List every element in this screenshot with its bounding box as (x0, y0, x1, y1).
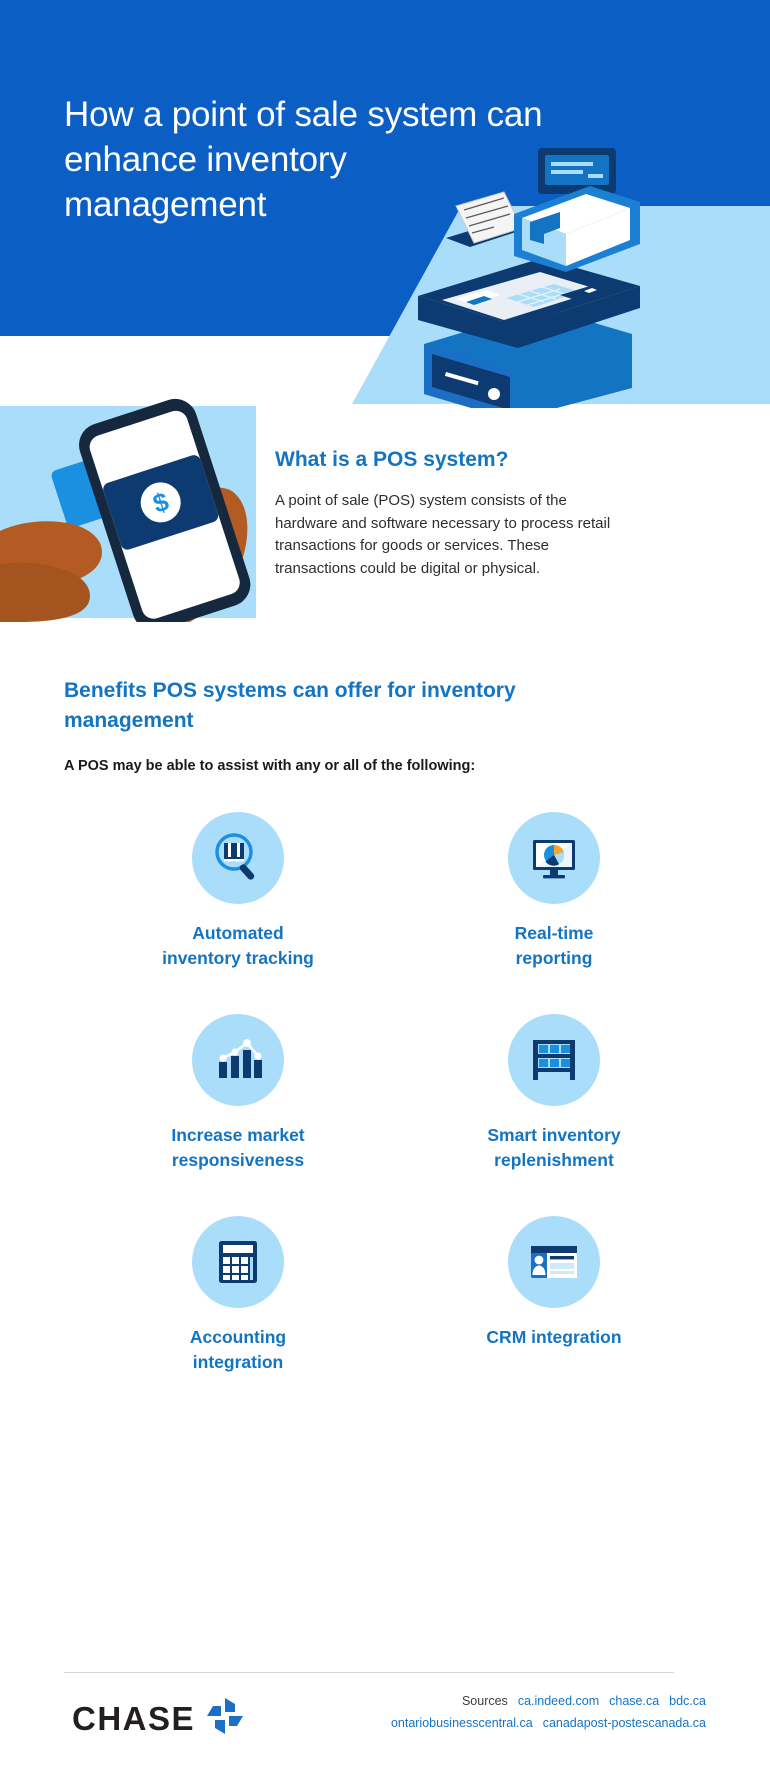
benefit-label: Real-time reporting (514, 923, 594, 968)
row-spacer (64, 971, 706, 1014)
chase-wordmark: CHASE (72, 1700, 196, 1737)
benefit-label: Smart inventory replenishment (487, 1125, 621, 1170)
chase-logo: CHASE (72, 1697, 244, 1740)
sources-line-2: ontariobusinesscentral.ca canadapost-post… (286, 1712, 706, 1734)
sources-block: Sources ca.indeed.com chase.ca bdc.ca ontar… (286, 1690, 706, 1734)
benefits-row: Accounting integration CRM integration (64, 1216, 706, 1375)
benefit-item-smart-inventory-replenishment: Smart inventory replenishment (410, 1014, 698, 1173)
row-spacer (64, 1173, 706, 1216)
cash-register-illustration (394, 148, 654, 420)
monitor-pie-chart-icon (508, 812, 600, 904)
sources-label: Sources (461, 1694, 508, 1708)
benefit-item-accounting-integration: Accounting integration (94, 1216, 382, 1375)
benefit-item-crm-integration: CRM integration (410, 1216, 698, 1375)
pos-definition-block: What is a POS system? A point of sale (P… (275, 446, 615, 580)
benefits-row: Automated inventory tracking Real-time r… (64, 812, 706, 971)
hero-banner: How a point of sale system can enhance i… (0, 0, 770, 336)
benefits-row: Increase market responsiveness Smart inv… (64, 1014, 706, 1173)
sources-line-1: Sources ca.indeed.com chase.ca bdc.ca (286, 1690, 706, 1712)
calculator-icon (192, 1216, 284, 1308)
chase-octagon-icon (206, 1697, 244, 1740)
contact-card-icon (508, 1216, 600, 1308)
benefit-label: Automated inventory tracking (162, 923, 314, 968)
benefit-label: CRM integration (486, 1327, 622, 1347)
page-title: How a point of sale system can enhance i… (64, 95, 543, 224)
source-link[interactable]: canadapost-postescanada.ca (542, 1716, 706, 1730)
benefit-item-increase-market-responsiveness: Increase market responsiveness (94, 1014, 382, 1173)
benefit-item-automated-inventory-tracking: Automated inventory tracking (94, 812, 382, 971)
benefit-label: Accounting integration (189, 1327, 287, 1372)
source-link[interactable]: chase.ca (609, 1694, 660, 1708)
footer-divider (64, 1672, 674, 1673)
benefits-subheading: A POS may be able to assist with any or … (64, 758, 476, 774)
source-link[interactable]: ca.indeed.com (517, 1694, 600, 1708)
bar-chart-trend-icon (192, 1014, 284, 1106)
pos-body-text: A point of sale (POS) system consists of… (275, 492, 611, 577)
hand-holding-phone-illustration: $ (0, 360, 280, 631)
pos-heading: What is a POS system? (275, 448, 509, 471)
benefit-item-real-time-reporting: Real-time reporting (410, 812, 698, 971)
benefit-label: Increase market responsiveness (171, 1125, 305, 1170)
source-link[interactable]: ontariobusinesscentral.ca (390, 1716, 533, 1730)
benefits-grid: Automated inventory tracking Real-time r… (64, 812, 706, 1375)
source-link[interactable]: bdc.ca (669, 1694, 706, 1708)
warehouse-shelf-icon (508, 1014, 600, 1106)
benefits-heading: Benefits POS systems can offer for inven… (64, 679, 516, 732)
magnifier-box-icon (192, 812, 284, 904)
